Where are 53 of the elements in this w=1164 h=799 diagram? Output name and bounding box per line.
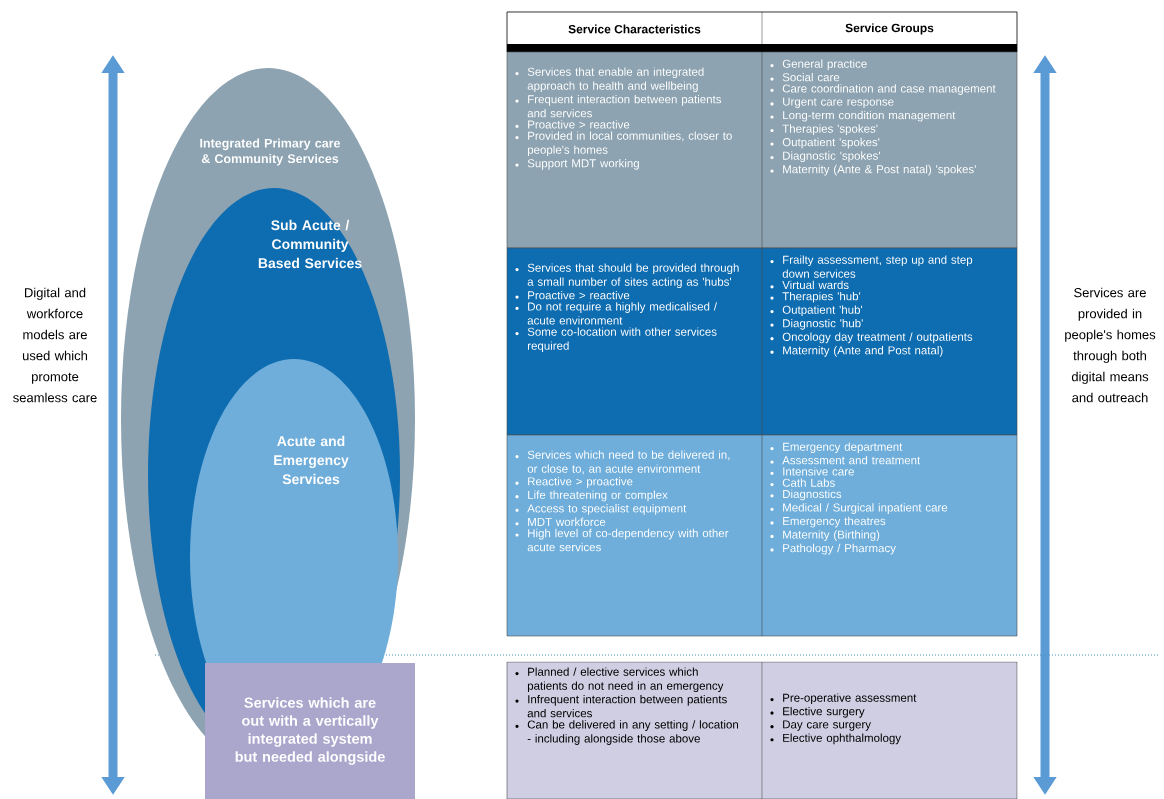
bullet-item: Life threatening or complex [515, 490, 668, 502]
bullet-item: Services that should be provided through a small number of sites acting as 'hubs' [515, 263, 739, 289]
bullet-item: Diagnostic 'hub' [770, 318, 863, 330]
bullet-item: Services that enable an integrated approach to health and wellbeing [515, 67, 704, 93]
bullet-item: Emergency department [770, 442, 903, 454]
bullet-item: Diagnostics [770, 489, 842, 501]
bullet-item: Therapies 'hub' [770, 291, 861, 303]
bullet-item: High level of co-dependency with other acute services [515, 528, 729, 552]
bullet-item: Provided in local communities, closer to people's homes [515, 131, 732, 157]
bullet-item: Frequent interaction between patients and services [515, 94, 722, 118]
bullet-item: Oncology day treatment / outpatients [770, 332, 973, 344]
side-note: Services are provided in people's homes through both digital means and outreach [1065, 287, 1156, 403]
label: Service Characteristics [568, 24, 701, 34]
bullet-item: Assessment and treatment [770, 455, 921, 465]
category-box: Services which are out with a vertically integrated system but needed alongside [205, 663, 415, 799]
bullet-item: Social care [770, 72, 840, 82]
bullet-item: Cath Labs [770, 478, 835, 487]
bullet-item: Therapies 'spokes' [770, 124, 878, 135]
bullet-item: Do not require a highly medicalised / acute environment [515, 302, 717, 325]
bullet-item: Pre-operative assessment [770, 693, 917, 705]
bullet-item: Outpatient 'hub' [770, 305, 863, 317]
bullet-item: Elective surgery [770, 706, 865, 718]
bullet-item: Emergency theatres [770, 516, 886, 528]
bullet-item: Diagnostic 'spokes' [770, 151, 880, 163]
table-header: Service Characteristics Service Groups [506, 11, 1018, 53]
bullet-item: Medical / Surgical inpatient care [770, 503, 948, 514]
bullet-item: Proactive > reactive [515, 120, 630, 129]
bullet-item: Care coordination and case management [770, 84, 996, 95]
bullet-item: Planned / elective services which patients do not need in an emergency [515, 667, 724, 693]
bullet-item: Services which need to be delivered in, or close to, an acute environment [515, 450, 730, 475]
bullet-item: Some co-location with other services required [515, 327, 717, 353]
bullet-item: Reactive > proactive [515, 477, 633, 488]
bullet-item: General practice [770, 59, 867, 71]
bullet-item: Outpatient 'spokes' [770, 137, 880, 149]
side-note: Digital and workforce models are used which promote seamless care [13, 287, 97, 403]
bullet-item: Infrequent interaction between patients and services [515, 694, 727, 718]
bullet-item: Can be delivered in any setting / location - including alongside those above [515, 720, 738, 745]
bullet-item: Pathology / Pharmacy [770, 543, 896, 555]
bullet-item: Maternity (Ante and Post natal) [770, 345, 943, 357]
label: Service Groups [845, 23, 934, 35]
bullet-item: Maternity (Birthing) [770, 530, 880, 541]
bullet-item: Access to specialist equipment [515, 504, 687, 515]
bullet-item: Virtual wards [770, 280, 849, 290]
bullet-item: Long-term condition management [770, 110, 956, 122]
bullet-item: Elective ophthalmology [770, 733, 902, 745]
bullet-item: Support MDT working [515, 158, 639, 170]
bullet-item: Maternity (Ante & Post natal) 'spokes' [770, 164, 976, 176]
bullet-item: MDT workforce [515, 517, 606, 526]
bullet-item: Day care surgery [770, 720, 871, 731]
bullet-item: Intensive care [770, 467, 854, 476]
bullet-item: Proactive > reactive [515, 290, 630, 300]
bullet-item: Urgent care response [770, 97, 894, 108]
bullet-item: Frailty assessment, step up and step down services [770, 255, 973, 278]
